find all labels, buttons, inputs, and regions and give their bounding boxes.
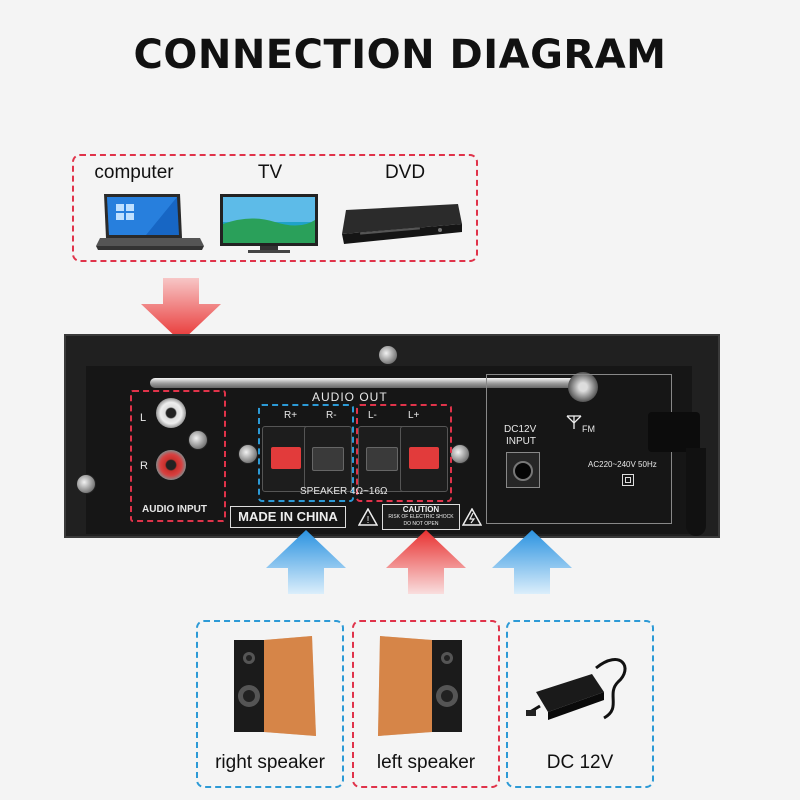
right-speaker-label: right speaker <box>215 752 325 773</box>
source-label-tv: TV <box>257 162 283 183</box>
page-title: CONNECTION DIAGRAM <box>133 32 667 78</box>
audio-input-box <box>130 390 226 522</box>
dc-jack <box>506 452 540 488</box>
speaker-spec-label: SPEAKER 4Ω~16Ω <box>300 486 388 497</box>
source-devices-box <box>72 154 478 262</box>
caution-label: CAUTION RISK OF ELECTRIC SHOCK DO NOT OP… <box>382 504 460 530</box>
caution-title: CAUTION <box>402 505 440 514</box>
svg-text:!: ! <box>367 515 370 526</box>
terminal-label-l-plus: L+ <box>408 410 420 421</box>
laptop-icon <box>96 194 204 250</box>
right-speaker-box: right speaker <box>196 620 344 788</box>
class-ii-symbol <box>622 474 634 486</box>
terminal-label-r-minus: R- <box>326 410 337 421</box>
screw-input <box>188 430 208 450</box>
power-section-frame <box>486 374 672 524</box>
caution-line2: DO NOT OPEN <box>403 521 439 527</box>
source-label-computer: computer <box>94 162 174 183</box>
channel-r-label: R <box>140 460 148 472</box>
power-cord <box>686 448 706 536</box>
dc-power-label: DC 12V <box>546 752 614 773</box>
ac-spec-label: AC220~240V 50Hz <box>588 460 657 469</box>
power-cord-plug <box>648 412 700 452</box>
input-arrow <box>141 278 221 342</box>
left-speaker-label: left speaker <box>376 752 476 773</box>
terminal-r-plus <box>262 426 310 492</box>
terminal-label-l-minus: L- <box>368 410 377 421</box>
audio-input-label: AUDIO INPUT <box>142 504 207 515</box>
screw-speaker-right <box>450 444 470 464</box>
left-speaker-arrow <box>386 530 466 594</box>
channel-l-label: L <box>140 412 147 424</box>
audio-out-label: AUDIO OUT <box>312 390 388 404</box>
dc-input-label-1: DC12V <box>504 424 537 435</box>
lightning-warning-icon <box>462 508 482 526</box>
dc-power-box: DC 12V <box>506 620 654 788</box>
caution-line1: RISK OF ELECTRIC SHOCK <box>388 514 454 520</box>
screw-top <box>378 345 398 365</box>
rca-jack-right <box>156 450 186 480</box>
terminal-r-minus <box>304 426 352 492</box>
screw-speaker-left <box>238 444 258 464</box>
terminal-l-plus <box>400 426 448 492</box>
speaker-icon <box>234 636 316 736</box>
terminal-label-r-plus: R+ <box>284 410 298 421</box>
right-speaker-arrow <box>266 530 346 594</box>
right-speaker-terminal-box <box>258 404 354 502</box>
source-label-dvd: DVD <box>384 162 426 183</box>
dc-power-arrow <box>492 530 572 594</box>
rca-jack-left <box>156 398 186 428</box>
terminal-l-minus <box>358 426 406 492</box>
left-speaker-box: left speaker <box>352 620 500 788</box>
screw-left <box>76 474 96 494</box>
tv-icon <box>220 194 318 253</box>
dvd-player-icon <box>342 204 462 244</box>
warning-triangle-icon: ! <box>358 508 378 526</box>
fm-label: FM <box>582 424 595 434</box>
power-adapter-icon <box>526 658 627 720</box>
speaker-icon <box>378 636 462 736</box>
fm-antenna-icon <box>566 415 582 429</box>
antenna-base <box>568 372 598 402</box>
dc-input-label-2: INPUT <box>506 436 536 447</box>
left-speaker-terminal-box <box>356 404 452 502</box>
fm-antenna <box>150 378 590 388</box>
made-in-china-label: MADE IN CHINA <box>230 506 346 528</box>
